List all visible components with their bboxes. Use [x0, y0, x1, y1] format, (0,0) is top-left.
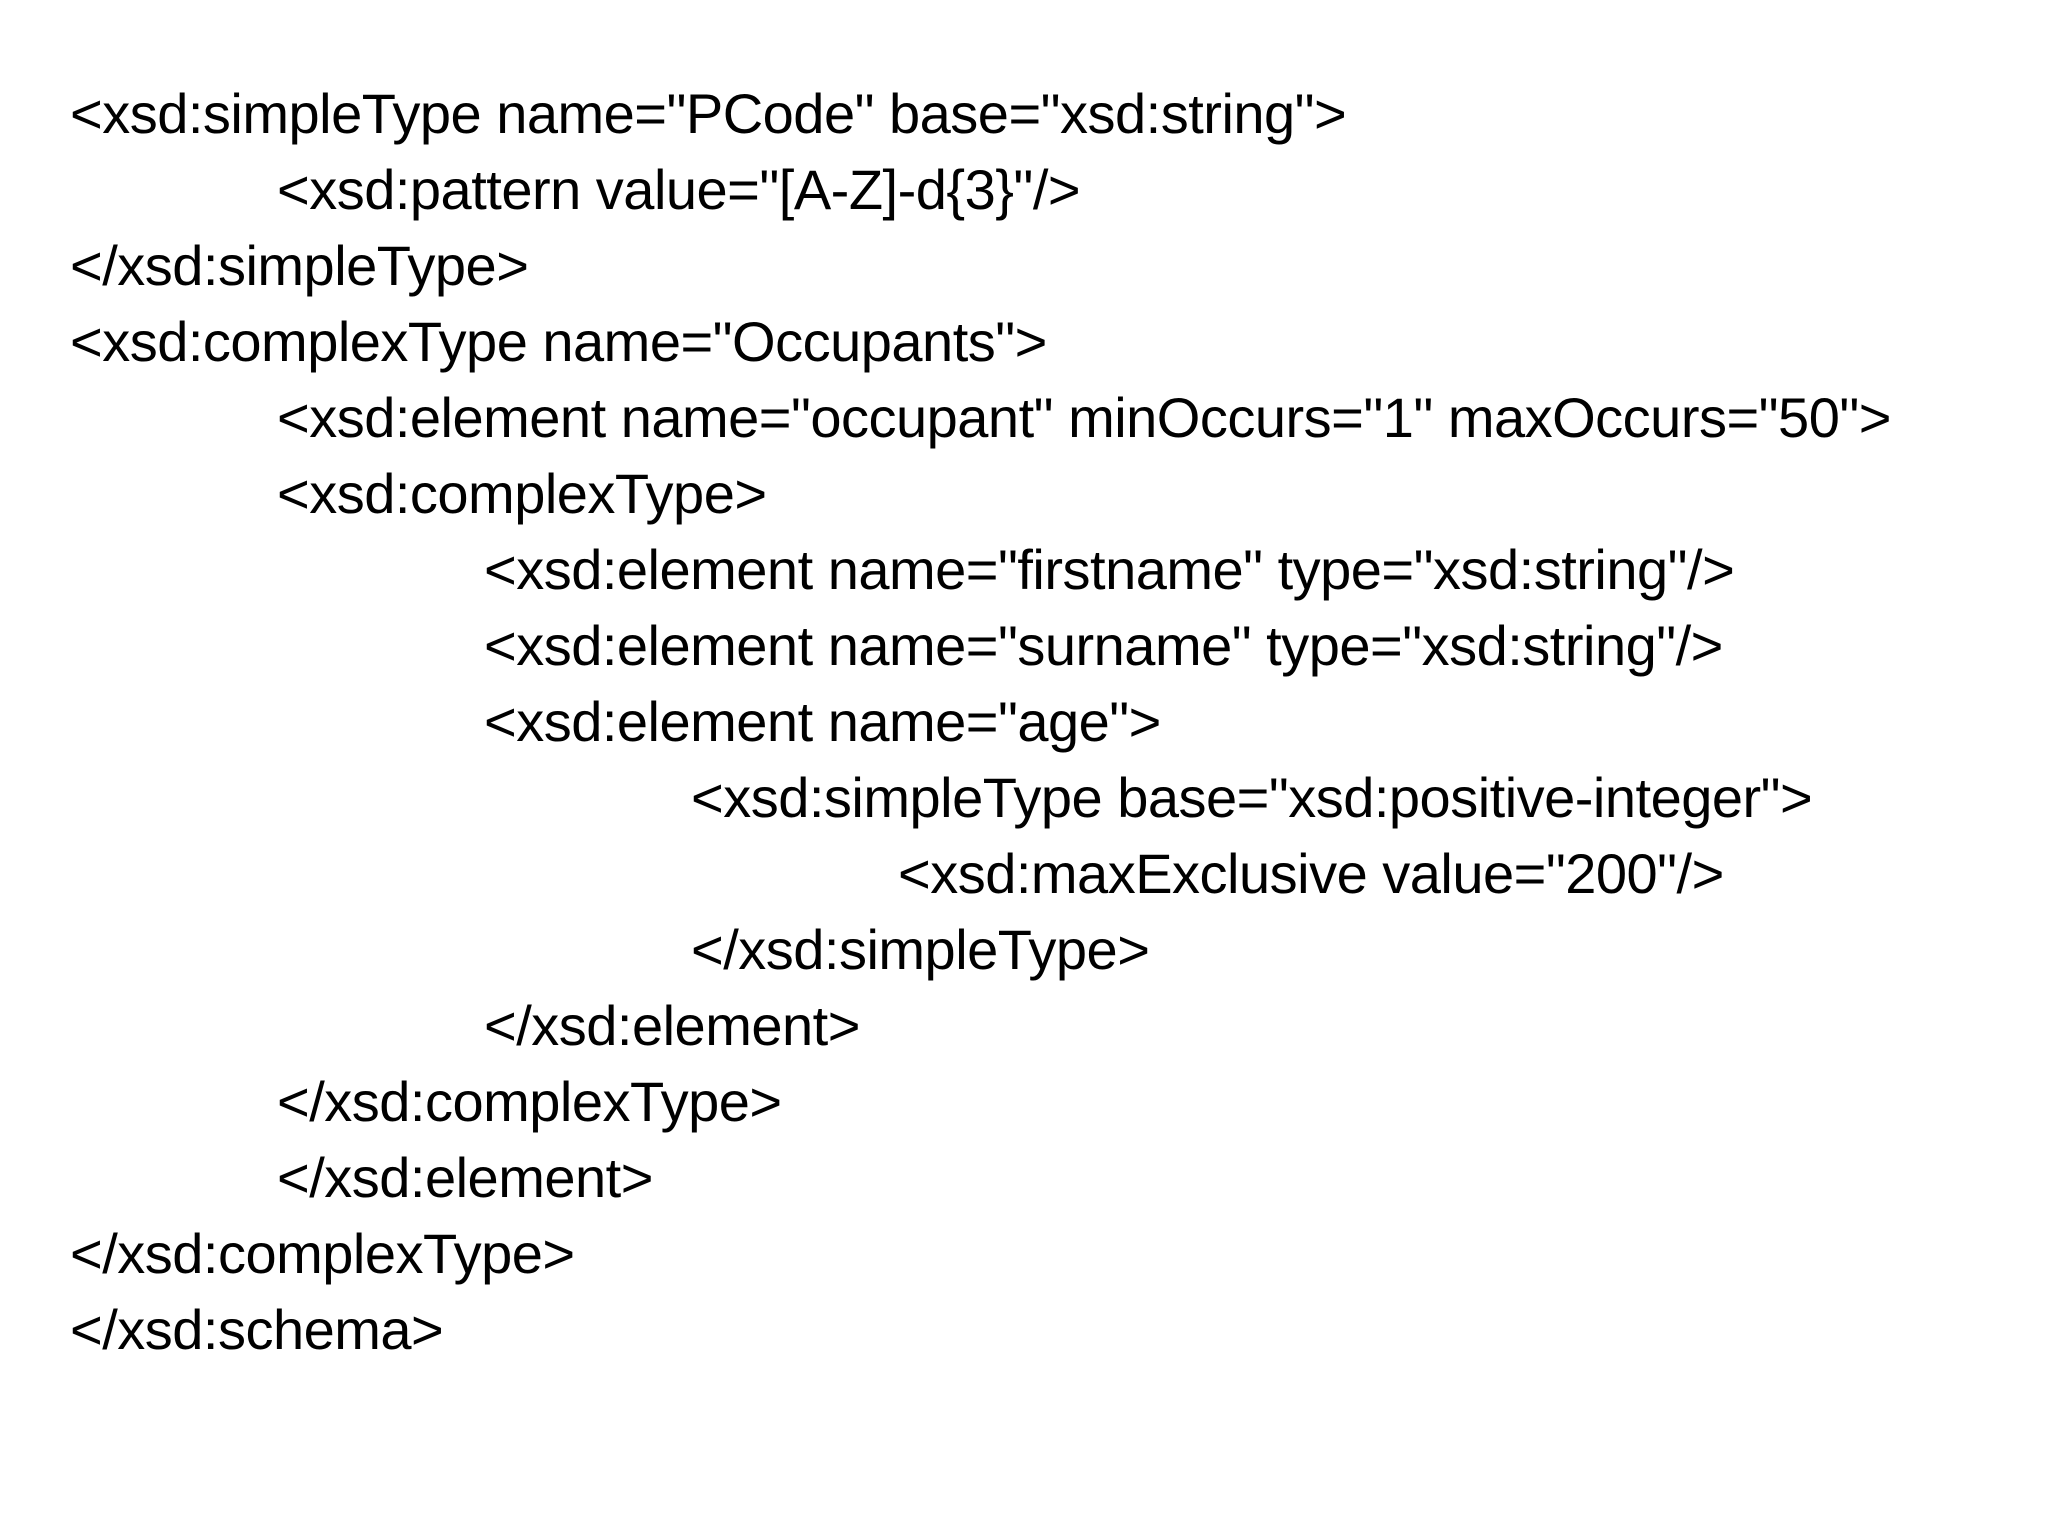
code-line: <xsd:element name="occupant" minOccurs="… — [277, 386, 1891, 449]
code-line: <xsd:simpleType name="PCode" base="xsd:s… — [70, 82, 1347, 145]
code-line: </xsd:complexType> — [277, 1070, 782, 1133]
code-line: <xsd:complexType name="Occupants"> — [70, 310, 1047, 373]
code-line: </xsd:element> — [277, 1146, 653, 1209]
code-line: <xsd:element name="age"> — [484, 690, 1161, 753]
code-line: </xsd:simpleType> — [691, 918, 1150, 981]
code-line: <xsd:maxExclusive value="200"/> — [898, 842, 1724, 905]
code-line: <xsd:simpleType base="xsd:positive-integ… — [691, 766, 1813, 829]
xsd-code-block: <xsd:simpleType name="PCode" base="xsd:s… — [70, 76, 2048, 1368]
code-line: </xsd:simpleType> — [70, 234, 529, 297]
code-line: </xsd:complexType> — [70, 1222, 575, 1285]
code-line: <xsd:element name="surname" type="xsd:st… — [484, 614, 1723, 677]
code-line: </xsd:schema> — [70, 1298, 444, 1361]
code-line: <xsd:complexType> — [277, 462, 767, 525]
code-line: </xsd:element> — [484, 994, 860, 1057]
code-line: <xsd:element name="firstname" type="xsd:… — [484, 538, 1735, 601]
code-line: <xsd:pattern value="[A-Z]-d{3}"/> — [277, 158, 1081, 221]
